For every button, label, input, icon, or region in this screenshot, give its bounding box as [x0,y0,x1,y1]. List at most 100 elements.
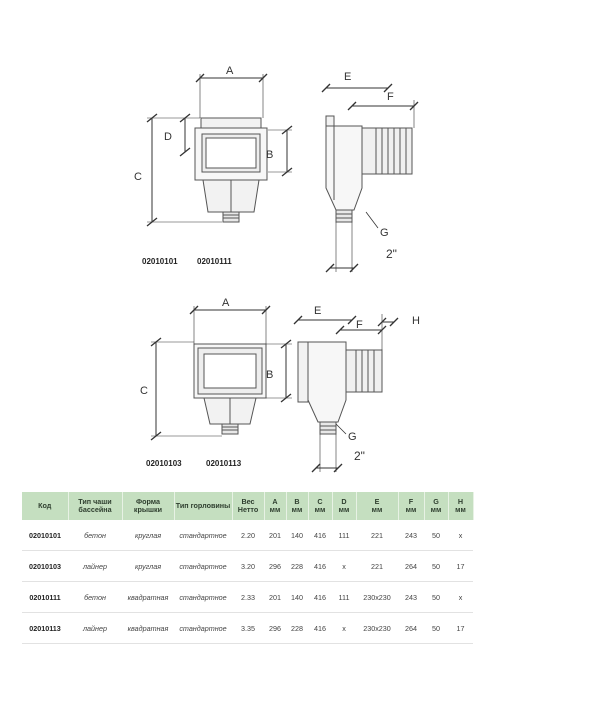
column-header-label: Тип чаши бассейна [78,497,112,514]
table-cell: 296 [264,550,286,582]
table-cell: круглая [122,520,174,551]
table-cell: 243 [398,520,424,551]
dim-label-g: G [348,431,357,443]
table-cell: 50 [424,581,448,613]
table-cell: 2.33 [232,581,264,613]
table-cell: 264 [398,612,424,644]
table-cell: стандартное [174,520,232,551]
table-cell: 111 [332,581,356,613]
dim-label-e: E [314,305,321,317]
dim-label-e: E [344,71,351,83]
technical-drawings: A B C D E F G 2" 02010101 02010111 [134,65,420,473]
table-cell: x [332,550,356,582]
product-code-cell: 02010113 [22,612,68,644]
dim-label-f: F [387,91,394,103]
table-cell: 17 [448,612,473,644]
product-code-cell: 02010103 [22,550,68,582]
column-header-label: E [374,497,380,506]
column-header-label: D [341,497,347,506]
table-cell: 230x230 [356,581,398,613]
column-header-unit: мм [455,505,466,514]
dim-label-f: F [356,319,363,331]
table-cell: 230x230 [356,612,398,644]
bottom-dimension-labels: A B C E F H G 2" 02010103 02010113 [140,297,420,468]
table-cell: x [448,581,473,613]
table-cell: стандартное [174,581,232,613]
column-header-label: F [408,497,414,506]
dim-label-thread: 2" [354,449,365,463]
table-cell: стандартное [174,612,232,644]
table-cell: 416 [308,550,332,582]
dim-label-c: C [140,385,148,397]
column-header-label: B [294,497,300,506]
dim-label-b: B [266,149,273,161]
table-cell: 221 [356,520,398,551]
table-cell: x [448,520,473,551]
dim-label-c: C [134,171,142,183]
table-cell: x [332,612,356,644]
column-header-unit: мм [338,505,350,514]
dim-label-d: D [164,131,172,143]
table-cell: бетон [68,581,122,613]
table-cell: стандартное [174,550,232,582]
product-code: 02010103 [146,459,182,468]
column-header-label: Форма крышки [133,497,163,514]
dim-label-g: G [380,227,389,239]
dim-label-a: A [226,65,234,77]
column-header-unit: мм [405,505,417,514]
column-header: Код [22,492,69,520]
column-header-unit: мм [291,505,303,514]
table-cell: 17 [448,550,473,582]
table-cell: квадратная [122,581,174,613]
product-code-cell: 02010101 [22,520,68,551]
column-header-label: Код [38,501,52,510]
dim-label-h: H [412,315,420,327]
table-cell: 50 [424,550,448,582]
column-header-label: A [272,497,278,506]
column-header-unit: мм [269,505,281,514]
table-cell: 296 [264,612,286,644]
column-header-label: Вес Нетто [237,497,259,514]
column-header-unit: мм [430,505,442,514]
table-cell: 228 [286,550,308,582]
table-cell: 3.20 [232,550,264,582]
bottom-front-view [150,305,292,441]
column-header-label: G [433,497,439,506]
specifications-table: Код Тип чаши бассейна Форма крышки Тип горл… [22,492,474,644]
table-cell: 228 [286,612,308,644]
column-header: Вес Нетто [232,492,265,520]
table-cell: 201 [264,520,286,551]
table-cell: 416 [308,612,332,644]
table-cell: 140 [286,520,308,551]
table-cell: 221 [356,550,398,582]
column-header-label: C [317,497,323,506]
table-cell: лайнер [68,550,122,582]
product-code: 02010101 [142,257,178,266]
top-side-view [321,83,419,273]
column-header: Тип горловины [174,492,233,520]
dim-label-b: B [266,369,273,381]
product-code: 02010111 [197,257,232,266]
column-header-unit: мм [371,505,383,514]
product-code-cell: 02010111 [22,581,68,613]
table-cell: круглая [122,550,174,582]
dim-label-thread: 2" [386,247,397,261]
table-cell: 243 [398,581,424,613]
table-header-row: Код Тип чаши бассейна Форма крышки Тип горл… [22,492,474,520]
column-header-label: H [457,497,464,506]
table-cell: 140 [286,581,308,613]
table-cell: 50 [424,520,448,551]
table-cell: квадратная [122,612,174,644]
column-header: Форма крышки [122,492,175,520]
